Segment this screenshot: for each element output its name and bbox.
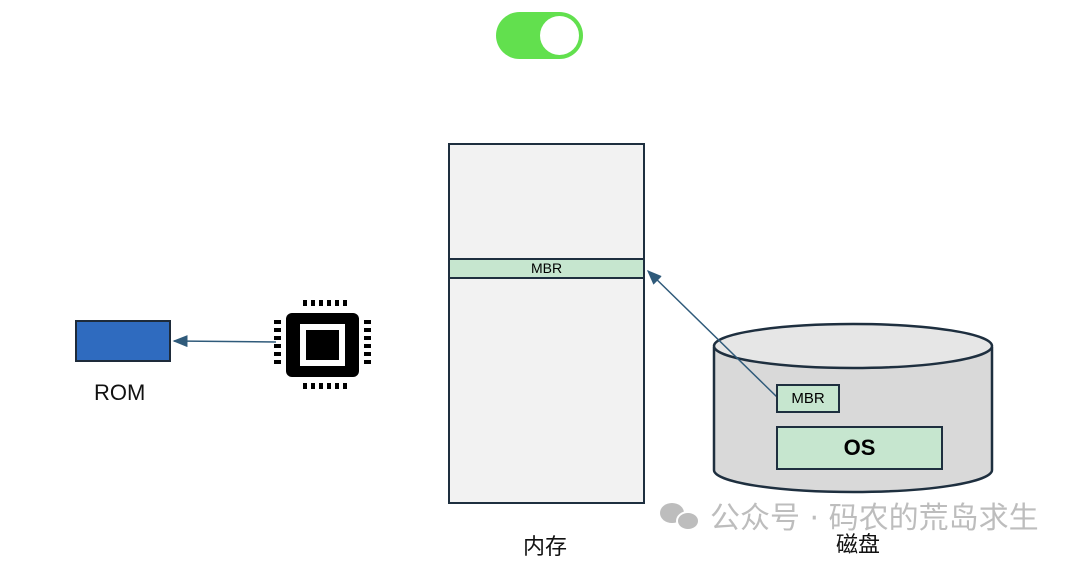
- disk-os: OS: [776, 426, 943, 470]
- cpu-chip-icon: [274, 300, 371, 389]
- watermark-text: 公众号 · 码农的荒岛求生: [710, 501, 1039, 536]
- rom-label: ROM: [94, 380, 146, 405]
- toggle-switch[interactable]: [496, 12, 583, 59]
- cpu-to-rom-arrow: [172, 335, 277, 348]
- disk-label: 磁盘: [836, 532, 881, 557]
- memory-label: 内存: [523, 534, 568, 559]
- memory-block: [448, 143, 645, 504]
- rom-block: [75, 320, 171, 362]
- toggle-knob[interactable]: [540, 16, 579, 55]
- disk-mbr: MBR: [776, 384, 840, 413]
- memory-mbr: MBR: [448, 258, 645, 279]
- wechat-icon: [660, 503, 700, 531]
- disk-mbr-to-memory-arrow: [646, 269, 779, 399]
